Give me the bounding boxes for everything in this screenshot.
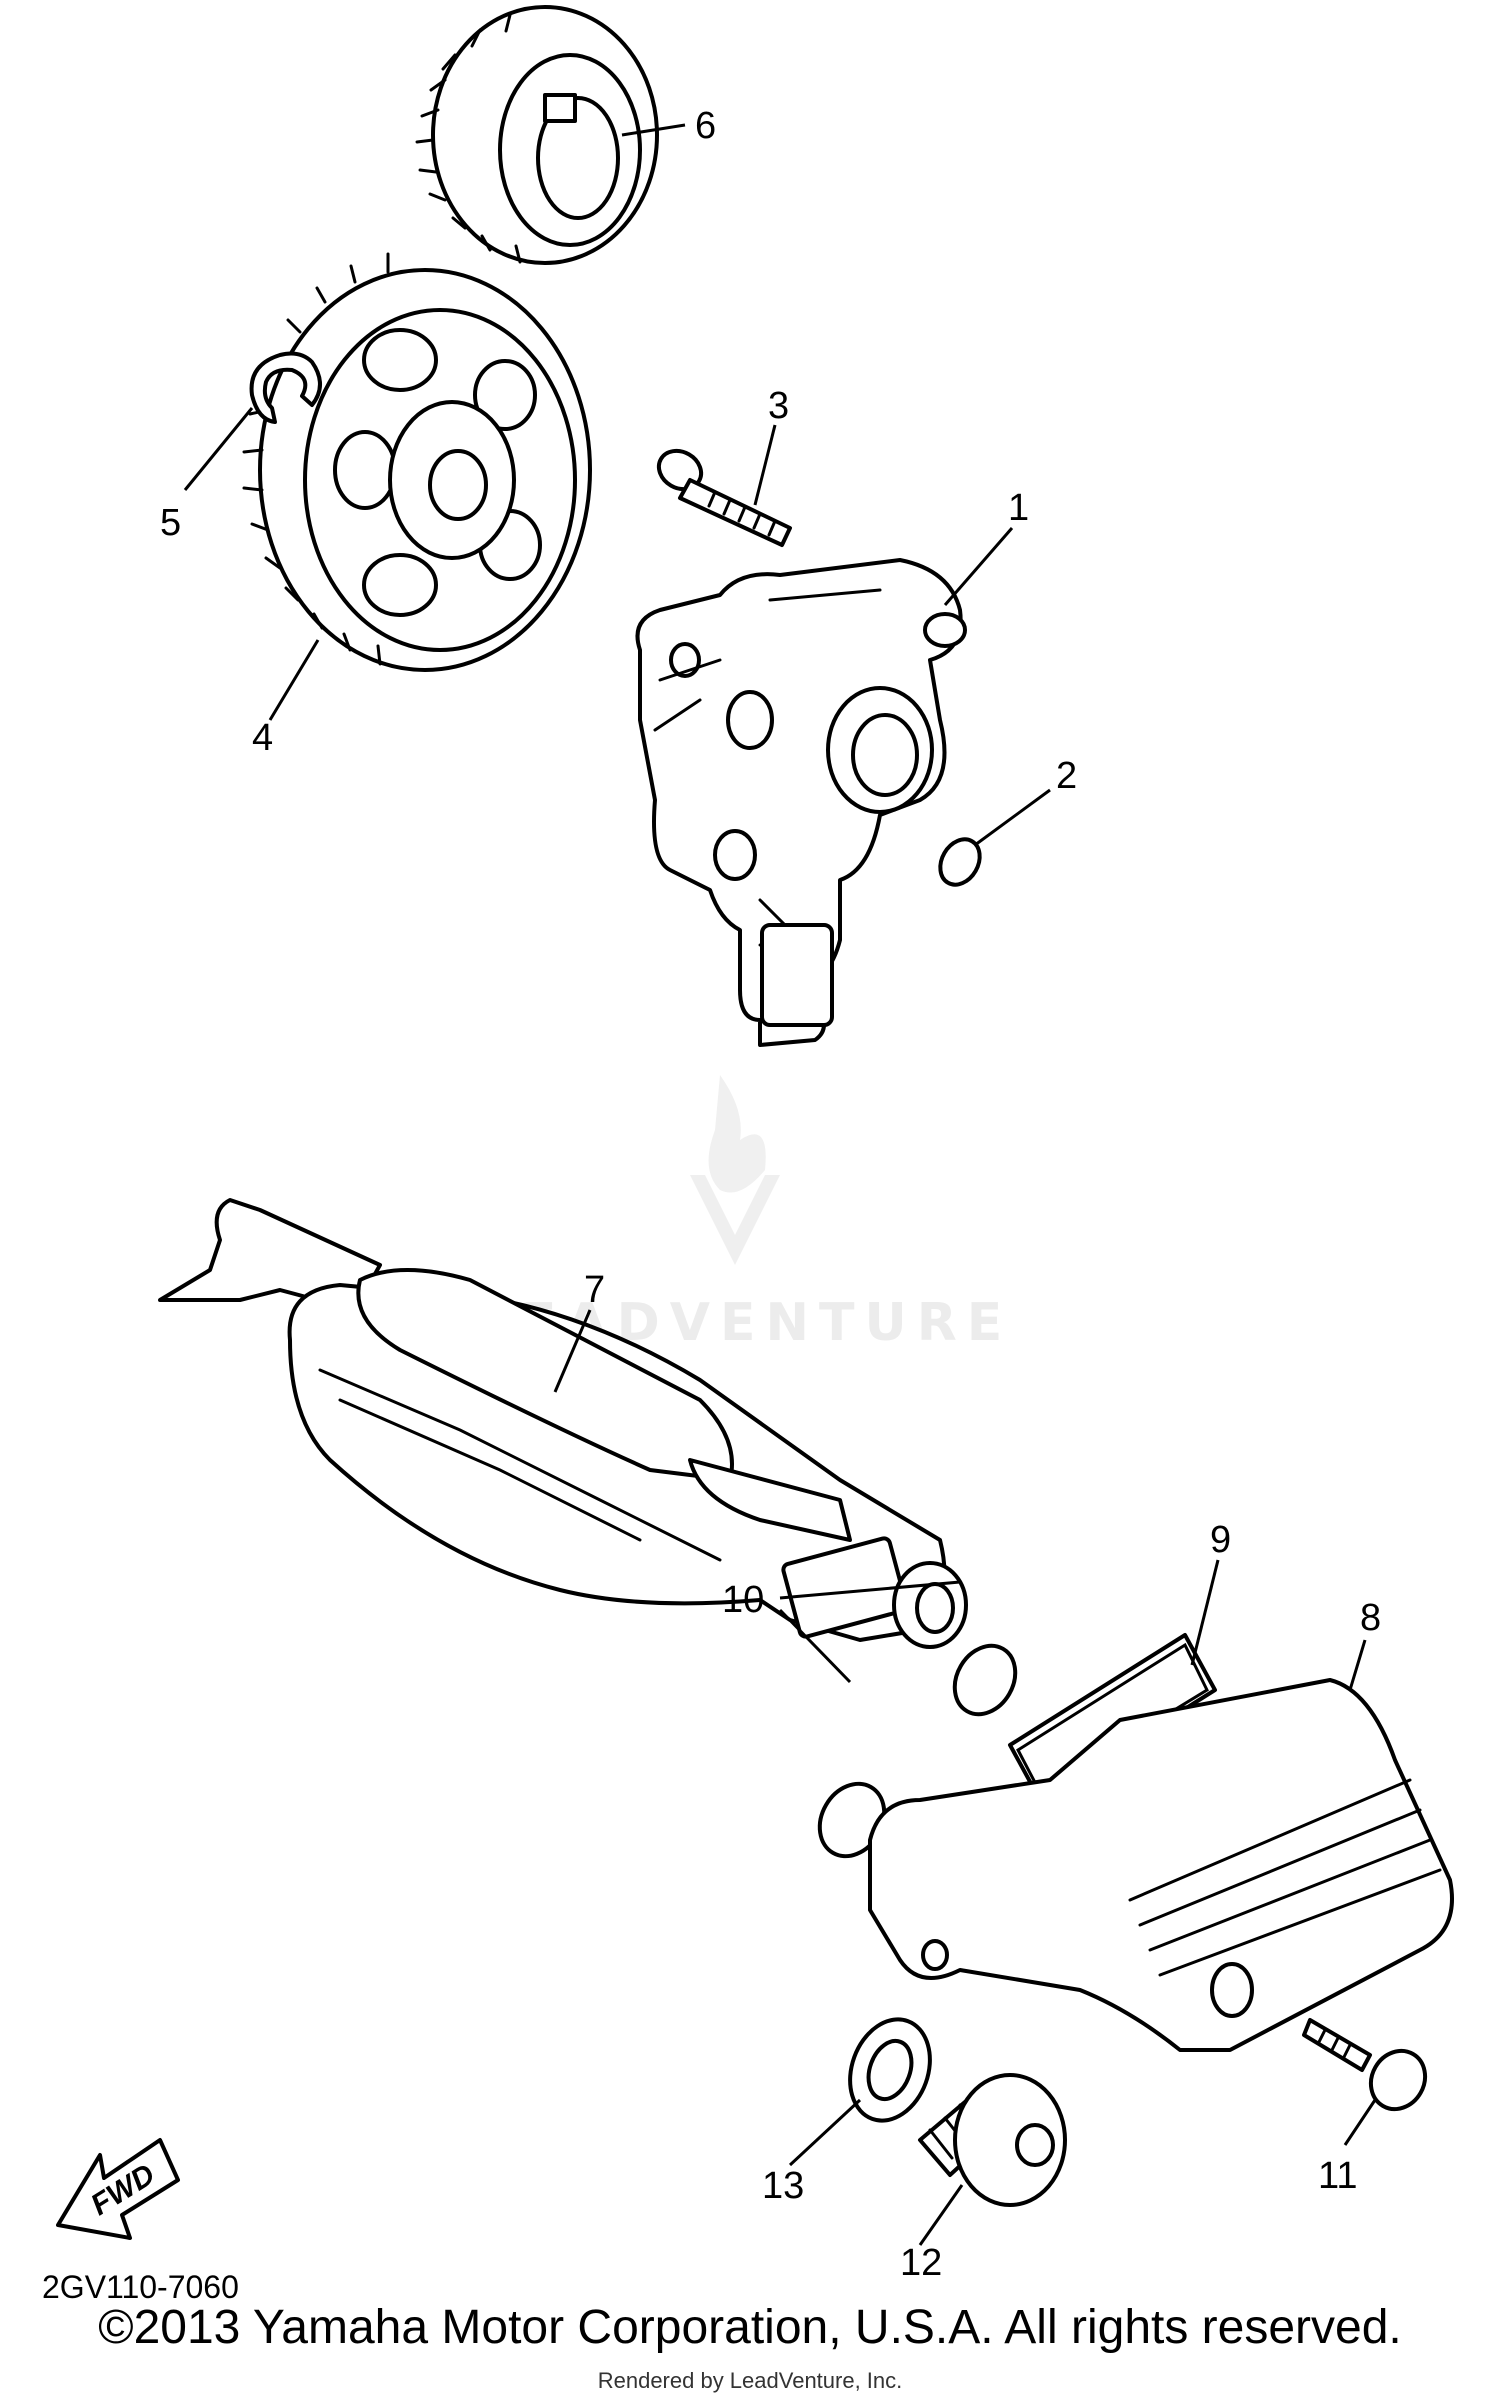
callout-13: 13 (762, 2165, 804, 2207)
leadventure-watermark-logo: LEADVENTURE (478, 1075, 1002, 1353)
part-12-drain-bolt (918, 2073, 1067, 2207)
callout-12: 12 (900, 2242, 942, 2284)
rendered-by-note: Rendered by LeadVenture, Inc. (597, 2368, 903, 2393)
callouts: 6 3 1 2 5 4 7 9 8 10 11 12 13 (160, 105, 1381, 2284)
callout-10: 10 (722, 1579, 764, 1621)
part-13-washer (848, 2017, 932, 2123)
part-3-bolt (656, 448, 792, 547)
part-1-oil-pump (635, 558, 967, 1047)
callout-8: 8 (1360, 1597, 1381, 1639)
callout-3: 3 (768, 385, 789, 427)
part-4-large-gear (242, 252, 592, 672)
callout-7: 7 (584, 1269, 605, 1311)
callout-11: 11 (1318, 2155, 1357, 2197)
callout-5: 5 (160, 502, 181, 544)
callout-4: 4 (252, 717, 273, 759)
part-5-circlip (249, 351, 322, 424)
part-10-o-rings (817, 1643, 1018, 1859)
callout-9: 9 (1210, 1519, 1231, 1561)
leader-lines (183, 123, 1377, 2246)
part-2-o-ring (938, 837, 982, 887)
diagram-code: 2GV110-7060 (42, 2269, 239, 2305)
callout-6: 6 (695, 105, 716, 147)
callout-2: 2 (1056, 755, 1077, 797)
fwd-direction-arrow: FWD (56, 2138, 180, 2240)
part-7-oil-strainer (158, 1198, 968, 1649)
part-11-screw (1302, 2018, 1428, 2112)
copyright-notice: ©2013 Yamaha Motor Corporation, U.S.A. A… (98, 2301, 1402, 2354)
part-8-strainer-cover (868, 1678, 1454, 2052)
callout-1: 1 (1008, 487, 1029, 529)
part-6-small-gear (415, 5, 659, 265)
